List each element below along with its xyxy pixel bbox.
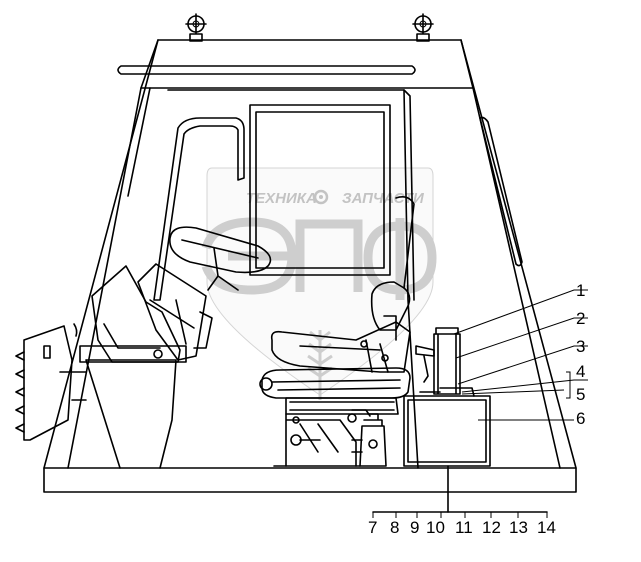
gear-icon xyxy=(313,189,329,205)
steering-column xyxy=(137,263,213,361)
callout-5: 5 xyxy=(576,385,585,404)
leader-1 xyxy=(453,289,588,335)
control-console xyxy=(91,265,181,363)
callout-3: 3 xyxy=(576,337,585,356)
water-tank xyxy=(403,395,491,467)
lifting-eye-left xyxy=(185,13,207,42)
callout-6: 6 xyxy=(576,409,585,428)
bottom-label-13: 13 xyxy=(509,518,528,537)
steering-wheel xyxy=(169,226,272,291)
tank-column xyxy=(433,333,461,395)
cab-drawing xyxy=(15,13,588,518)
lifting-eye-right xyxy=(412,13,434,42)
grab-handle xyxy=(153,117,245,301)
watermark: ТЕХНИКА ЗАПЧАСТИ xyxy=(201,167,437,400)
seat-armrest xyxy=(370,281,411,341)
bottom-label-10: 10 xyxy=(426,518,445,537)
cab-roof xyxy=(140,39,474,89)
callout-2: 2 xyxy=(576,309,585,328)
bottom-label-12: 12 xyxy=(482,518,501,537)
brace-4-5 xyxy=(566,371,571,399)
bottom-labels: 7 8 9 10 11 12 13 14 xyxy=(368,518,556,537)
callout-4: 4 xyxy=(576,362,585,381)
watermark-left-word: ТЕХНИКА xyxy=(246,190,317,207)
floor-box xyxy=(59,359,177,469)
bottom-label-8: 8 xyxy=(390,518,399,537)
cab-inner-pillar-left xyxy=(67,87,142,469)
callout-1: 1 xyxy=(576,281,585,300)
door-window xyxy=(249,104,391,276)
seat-cushion xyxy=(261,367,411,399)
bottom-label-11: 11 xyxy=(455,518,473,537)
leader-2 xyxy=(455,317,588,359)
bottom-label-14: 14 xyxy=(537,518,556,537)
bottom-label-9: 9 xyxy=(410,518,419,537)
leader-3 xyxy=(457,345,588,385)
seat-back xyxy=(270,321,411,373)
cab-outer-frame xyxy=(43,39,577,493)
door-frame xyxy=(167,89,419,469)
leader-5 xyxy=(461,389,565,395)
callouts: 1 2 3 4 5 6 xyxy=(576,281,585,428)
bottom-label-7: 7 xyxy=(368,518,377,537)
heater-unit xyxy=(23,325,73,441)
leader-4 xyxy=(461,379,588,393)
roof-handrail xyxy=(117,65,416,75)
seat-suspension xyxy=(285,397,399,415)
